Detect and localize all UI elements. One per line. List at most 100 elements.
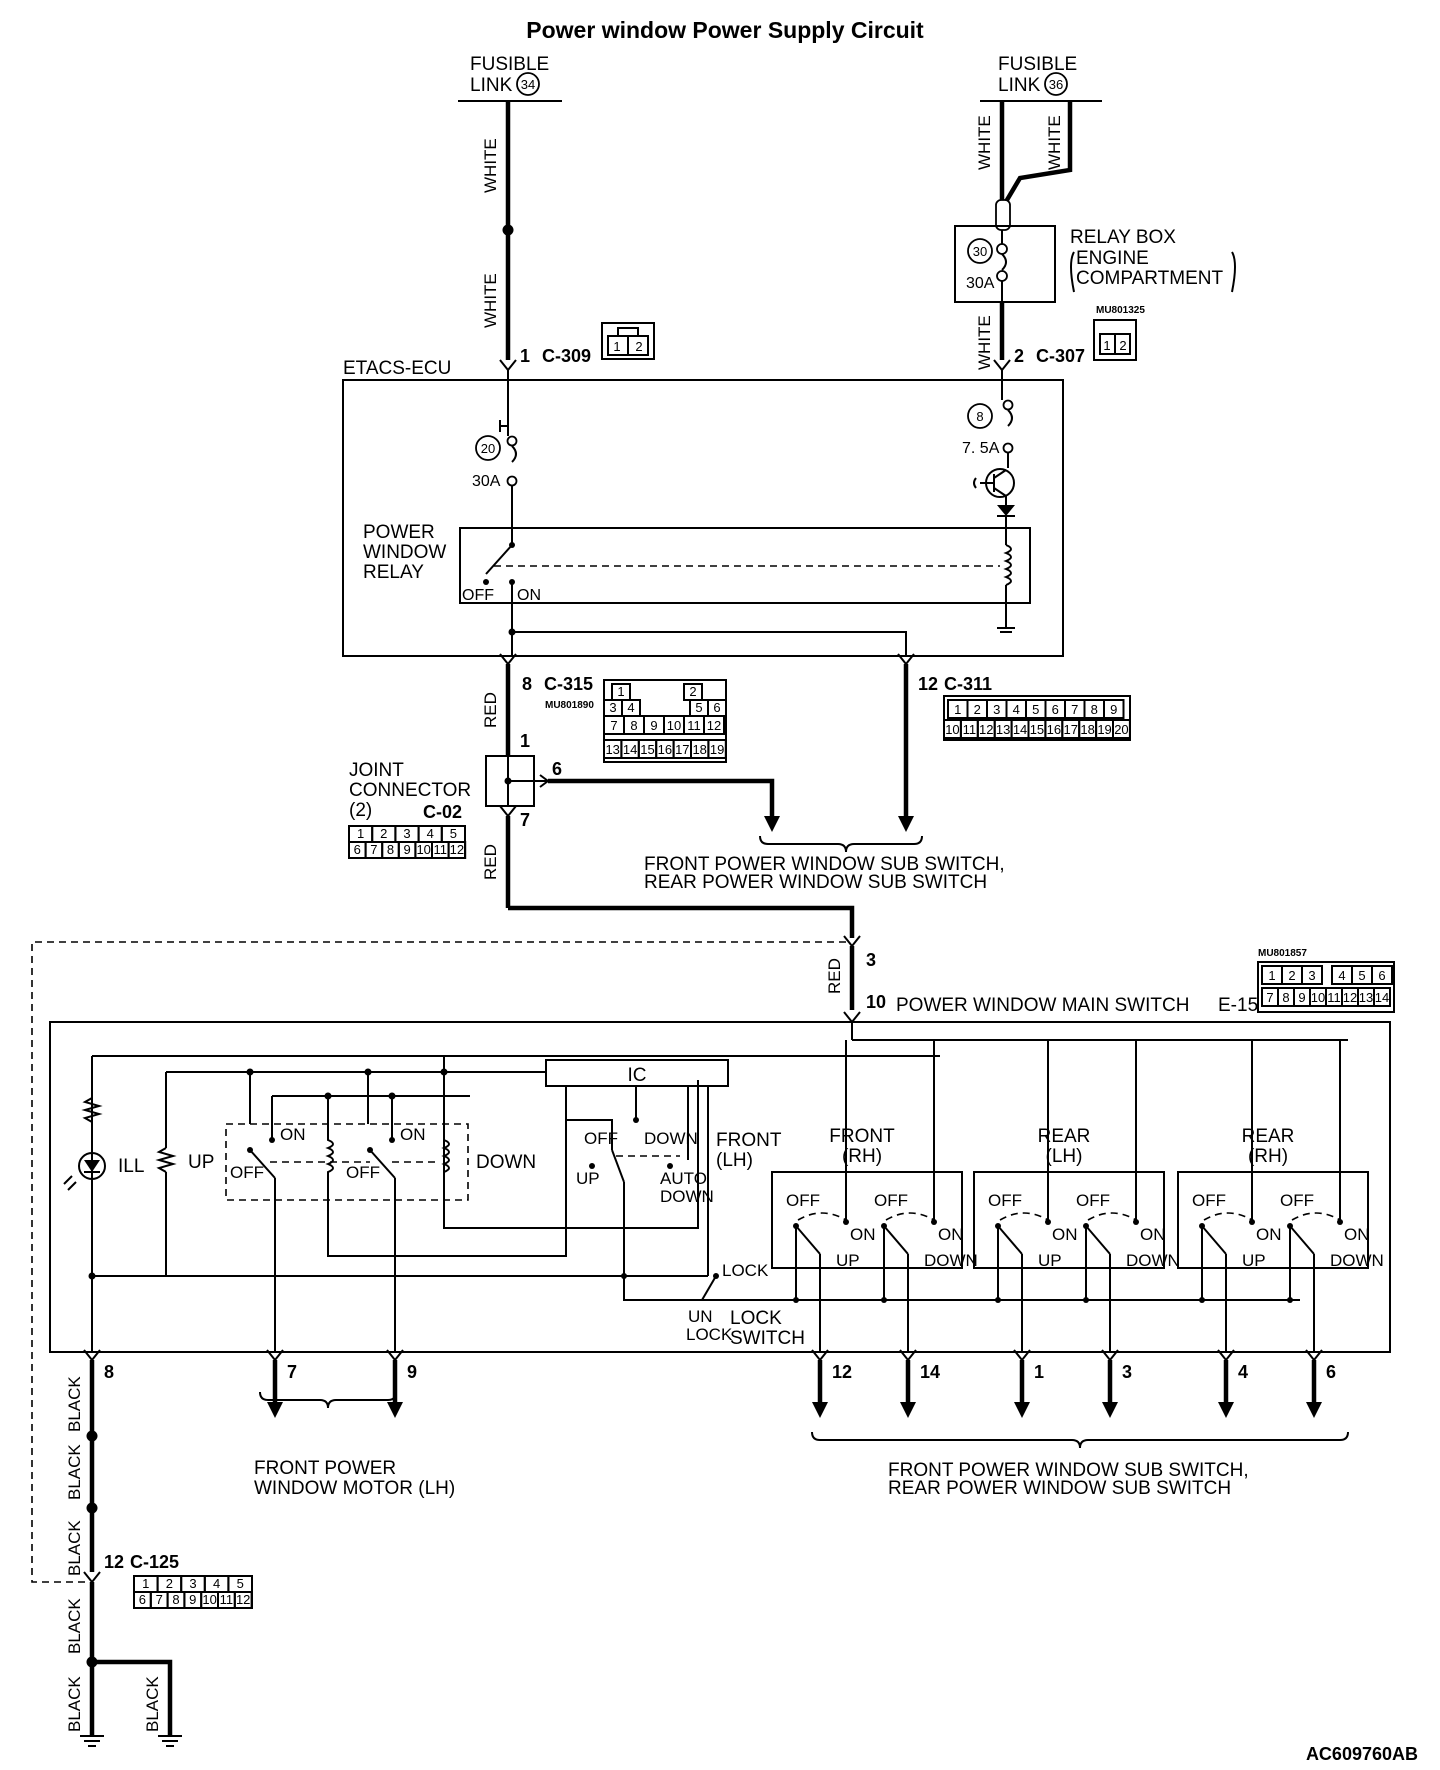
fusible-link-36: FUSIBLE LINK 36 [980, 54, 1102, 102]
wire-color-red-1: RED [481, 692, 500, 728]
relay-on-1: ON [280, 1125, 306, 1144]
c315-cell-label: 8 [630, 718, 637, 733]
c125-name: C-125 [130, 1552, 179, 1572]
relay-off-1: OFF [230, 1163, 264, 1182]
output-pin-fr-up: 12 [811, 1349, 852, 1418]
c311-cell-label: 7 [1071, 702, 1078, 717]
rear-lh-switch-box [973, 1171, 1165, 1269]
output-pin-label: 12 [832, 1362, 852, 1382]
e15-cell-label: 11 [1327, 990, 1341, 1005]
c125-cell-label: 8 [172, 1592, 179, 1607]
e15-cell-label: 3 [1308, 968, 1315, 983]
output-pin-motor-b: 9 [386, 1349, 417, 1418]
relay-on: ON [517, 587, 541, 604]
c02-cell-label: 9 [403, 842, 410, 857]
front-rh-on-1: ON [938, 1225, 964, 1244]
rear-rh-off-1: OFF [1280, 1191, 1314, 1210]
rear-rh-switch-box [1177, 1171, 1369, 1269]
c311-cell-label: 3 [993, 702, 1000, 717]
joint-pin-out1: 6 [552, 759, 562, 779]
rear-rh-label-line2: (RH) [1248, 1146, 1288, 1167]
wire-color-white-4: WHITE [1045, 115, 1064, 170]
c309-name: C-309 [542, 346, 591, 366]
shield-dashed-line [31, 941, 846, 1583]
c125-cell-label: 2 [166, 1576, 173, 1591]
c125-pin: 12 [104, 1552, 124, 1572]
power-window-main-switch-box [49, 1021, 1391, 1353]
main-switch-label: POWER WINDOW MAIN SWITCH [896, 995, 1189, 1016]
relay-box-line2: ENGINE [1076, 248, 1149, 269]
front-rh-down: DOWN [924, 1251, 978, 1270]
output-pin-rr-up: 4 [1217, 1349, 1248, 1418]
front-lh-up: UP [576, 1169, 600, 1188]
output-pin-fr-down: 14 [899, 1349, 940, 1418]
front-lh-label-line2: (LH) [716, 1150, 753, 1171]
lock-label: LOCK [722, 1261, 769, 1280]
wire-color-white-1: WHITE [481, 138, 500, 193]
front-lh-down: DOWN [644, 1129, 698, 1148]
c315-cell-label: 3 [609, 700, 616, 715]
c125-cell-label: 6 [139, 1592, 146, 1607]
fusible-link-36-line1: FUSIBLE [998, 54, 1077, 75]
ic-label: IC [628, 1065, 647, 1086]
rear-rh-down: DOWN [1330, 1251, 1384, 1270]
joint-connector-line3: (2) [349, 800, 372, 821]
up-label-left: UP [188, 1152, 214, 1173]
e15-cell-label: 8 [1282, 990, 1289, 1005]
wire-color-black-2: BLACK [65, 1444, 84, 1500]
c311-cell-label: 11 [963, 722, 977, 737]
etacs-fuse-right-number: 8 [976, 409, 983, 424]
c311-cell-label: 16 [1047, 722, 1061, 737]
front-rh-switch-box [771, 1171, 963, 1269]
rear-rh-label-line1: REAR [1242, 1126, 1295, 1147]
svg-text:1: 1 [613, 339, 620, 354]
wire-color-white-3: WHITE [975, 115, 994, 170]
c02-cell-label: 10 [416, 842, 430, 857]
e15-cell-label: 12 [1343, 990, 1357, 1005]
front-rh-on-0: ON [850, 1225, 876, 1244]
front-rh-label-line1: FRONT [829, 1126, 895, 1147]
c311-cell-label: 2 [974, 702, 981, 717]
c125-cell-label: 4 [213, 1576, 220, 1591]
rear-lh-on-1: ON [1140, 1225, 1166, 1244]
front-rh-off-1: OFF [874, 1191, 908, 1210]
c315-cell-label: 1 [617, 684, 624, 699]
joint-connector-line2: CONNECTOR [349, 780, 471, 801]
e15-cell-label: 1 [1268, 968, 1275, 983]
diagram-title: Power window Power Supply Circuit [526, 17, 924, 43]
c02-cell-label: 8 [387, 842, 394, 857]
c125-cell-label: 3 [189, 1576, 196, 1591]
sub-switch-note-top-line2: REAR POWER WINDOW SUB SWITCH [644, 872, 987, 893]
c311-cell-label: 4 [1013, 702, 1020, 717]
c315-cell [703, 715, 725, 735]
rear-rh-on-0: ON [1256, 1225, 1282, 1244]
c125-cell-label: 7 [156, 1592, 163, 1607]
relay-box-engine-compartment: 30 30A RELAY BOX ENGINE COMPARTMENT [954, 225, 1236, 303]
c315-cell-label: 2 [689, 684, 696, 699]
e15-cell [1371, 965, 1393, 985]
fusible-link-36-line2: LINK [998, 75, 1041, 96]
fusible-link-34-line1: FUSIBLE [470, 54, 549, 75]
c02-cell-label: 12 [450, 842, 464, 857]
c315-cell-label: 12 [707, 718, 721, 733]
c315-cell-label: 13 [605, 742, 619, 757]
sub-switch-note-top-line1: FRONT POWER WINDOW SUB SWITCH, [644, 854, 1005, 875]
relay-off-2: OFF [346, 1163, 380, 1182]
c311-cell-label: 1 [954, 702, 961, 717]
c125-cell-label: 1 [142, 1576, 149, 1591]
rear-lh-off-0: OFF [988, 1191, 1022, 1210]
ground-symbol-1 [80, 1735, 104, 1747]
rear-lh-label-line1: REAR [1038, 1126, 1091, 1147]
output-pin-rl-up: 1 [1013, 1349, 1044, 1418]
c311-pin: 12 [918, 674, 938, 694]
fusible-link-34-line2: LINK [470, 75, 513, 96]
output-pin-label: 3 [1122, 1362, 1132, 1382]
c315-cell-label: 17 [675, 742, 689, 757]
e15-cell-label: 10 [1311, 990, 1325, 1005]
output-pin-label: 4 [1238, 1362, 1248, 1382]
output-pin-motor-a: 7 [266, 1349, 297, 1418]
c125-cell-label: 9 [189, 1592, 196, 1607]
